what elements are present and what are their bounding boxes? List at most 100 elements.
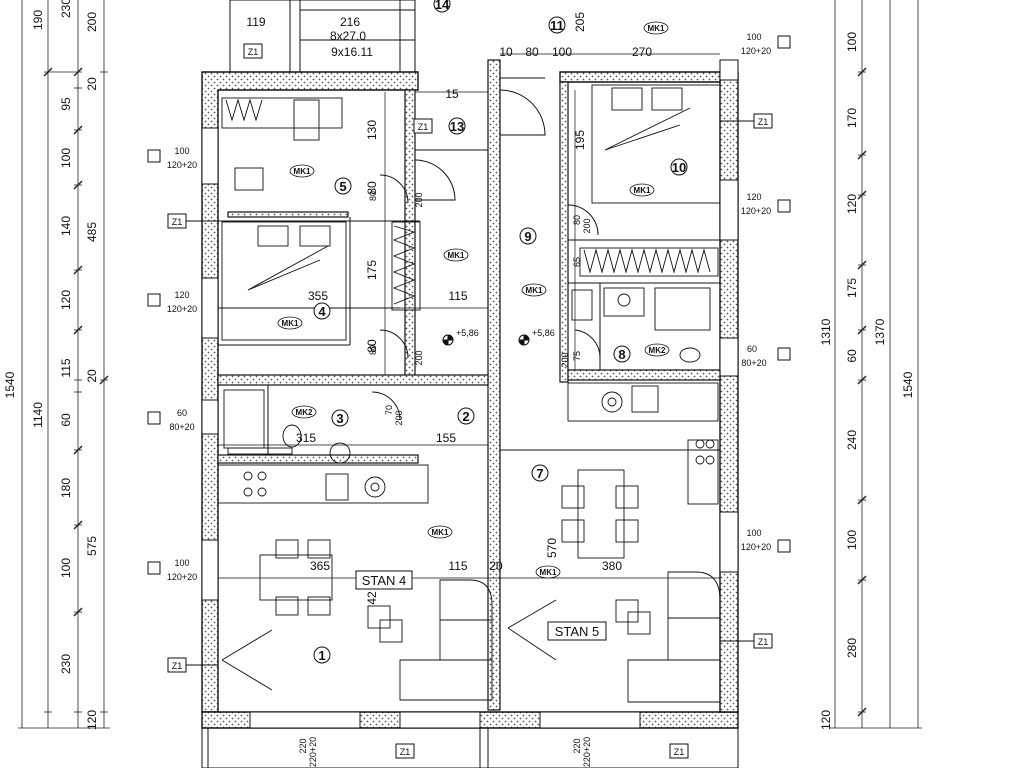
floor-tag-mk1-f: MK1: [540, 568, 557, 577]
dim-175: 175: [365, 260, 379, 280]
dim-80-c: 80: [525, 45, 539, 59]
window-tag-1-h: 120+20: [167, 160, 197, 170]
floor-tag-mk1-h: MK1: [648, 24, 665, 33]
room-number-circles: [313, 0, 688, 664]
room-number-2: 2: [462, 409, 469, 424]
floor-tag-mk1-e: MK1: [432, 528, 449, 537]
wall-tag-z1-f: Z1: [758, 637, 769, 647]
door-tag-2-w: 80: [368, 345, 378, 355]
right-dimension-chains: [830, 0, 922, 729]
dim-355: 355: [308, 289, 328, 303]
dim-95-left: 95: [59, 97, 73, 111]
floor-tag-ovals: [277, 21, 670, 579]
dim-100-right-a: 100: [845, 32, 859, 52]
room-number-5: 5: [339, 179, 346, 194]
balconies: [201, 727, 739, 768]
stair: [229, 0, 416, 73]
dim-1310-right: 1310: [819, 318, 833, 345]
dim-280-right: 280: [845, 638, 859, 658]
window-tag-8-w: 100: [746, 528, 761, 538]
door-tag-3-h: 200: [394, 410, 404, 425]
window-tag-6-w: 120: [746, 192, 761, 202]
dim-485-left: 485: [85, 222, 99, 242]
dim-195: 195: [573, 130, 587, 150]
furniture: [217, 84, 721, 703]
wall-type-tags: [167, 43, 773, 759]
dim-80-a: 80: [365, 181, 379, 195]
balcony-tag-1: 220: [298, 738, 308, 753]
wall-tag-z1-e: Z1: [758, 117, 769, 127]
room-number-13: 13: [450, 119, 464, 134]
window-tag-4-w: 100: [174, 558, 189, 568]
dim-115-left: 115: [59, 358, 73, 377]
floor-tag-mk2-b: MK2: [649, 346, 666, 355]
dim-120-left-bottom: 120: [85, 710, 99, 730]
dim-380: 380: [602, 559, 622, 573]
dim-1370-right: 1370: [873, 318, 887, 345]
dim-315: 315: [296, 431, 316, 445]
floor-tag-mk1-g: MK1: [634, 186, 651, 195]
room-number-11: 11: [550, 18, 564, 33]
window-tag-7-h: 80+20: [741, 358, 766, 368]
dim-570: 570: [545, 538, 559, 558]
dim-575-left: 575: [85, 536, 99, 556]
door-tag-1-w: 80: [368, 191, 378, 201]
window-tag-5-h: 120+20: [741, 46, 771, 56]
dim-100-right-b: 100: [845, 530, 859, 550]
door-tag-6-h: 200: [560, 352, 570, 367]
room-number-7: 7: [536, 466, 543, 481]
dim-140-left: 140: [59, 216, 73, 236]
dim-230-left: 230: [59, 0, 73, 18]
interior-walls: [217, 59, 721, 711]
dim-15: 15: [445, 87, 459, 101]
window-tag-boxes: [147, 35, 791, 575]
floor-tag-mk1-d: MK1: [526, 286, 543, 295]
dim-115-a: 115: [448, 289, 467, 303]
apartment-label-stan-4: STAN 4: [362, 573, 407, 588]
room-number-9: 9: [524, 229, 531, 244]
dim-80-b: 80: [365, 339, 379, 353]
dim-155: 155: [436, 431, 456, 445]
dim-200-left: 200: [85, 12, 99, 32]
door-tag-2-h: 200: [414, 350, 424, 365]
dim-130: 130: [365, 120, 379, 140]
floor-tag-mk2-a: MK2: [296, 408, 313, 417]
dim-total-1140-left: 1140: [31, 402, 45, 428]
room-number-1: 1: [318, 648, 325, 663]
dim-120-right-bottom: 120: [819, 710, 833, 730]
wall-tag-z1-b: Z1: [418, 122, 429, 132]
window-tag-5-w: 100: [746, 32, 761, 42]
room-number-4: 4: [318, 304, 326, 319]
dim-total-1540-left: 1540: [3, 371, 17, 398]
dim-20: 20: [489, 559, 503, 573]
dim-175-right: 175: [845, 278, 859, 298]
left-dimension-chains: [18, 0, 110, 729]
dim-205: 205: [573, 12, 587, 32]
dim-100: 100: [552, 45, 572, 59]
window-tag-7-w: 60: [747, 344, 757, 354]
dim-115-b: 115: [448, 559, 467, 573]
balcony-tag-2: 220: [572, 738, 582, 753]
door-swings: [371, 77, 601, 421]
window-tag-4-h: 120+20: [167, 572, 197, 582]
dim-60-left: 60: [59, 413, 73, 427]
floor-tag-mk1-b: MK1: [282, 319, 299, 328]
dim-100-left-a: 100: [59, 148, 73, 168]
elevation-marker-icons: [442, 334, 530, 346]
exterior-windows: [201, 59, 739, 729]
balcony-tag-2-h: 220+20: [582, 737, 592, 767]
window-tag-1-w: 100: [174, 146, 189, 156]
dim-100-left-b: 100: [59, 558, 73, 578]
elevation-left: +5,86: [456, 328, 479, 338]
floor-tag-mk1-a: MK1: [294, 167, 311, 176]
window-tag-8-h: 120+20: [741, 542, 771, 552]
wall-tag-z1-a: Z1: [248, 47, 259, 57]
apartment-label-boxes: [355, 570, 607, 641]
wall-tag-z1-h: Z1: [674, 747, 685, 757]
elevation-right: +5,86: [532, 328, 555, 338]
stair-dim-119: 119: [246, 15, 265, 29]
left-dimension-ticks: [43, 67, 109, 617]
stair-steps-a: 8x27.0: [330, 29, 366, 43]
door-tag-3-w: 70: [384, 405, 394, 415]
